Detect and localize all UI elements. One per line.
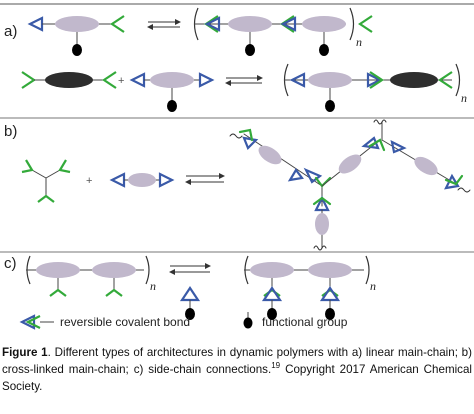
figure-caption: Figure 1. Different types of architectur… bbox=[2, 344, 472, 395]
figure-diagram: a) n + bbox=[0, 3, 474, 330]
legend-reversible-label: reversible covalent bond bbox=[60, 315, 190, 329]
monomer-triangle-green bbox=[27, 15, 125, 56]
legend-functional-label: functional group bbox=[262, 315, 348, 329]
repeat-n-a1: n bbox=[356, 35, 362, 49]
panel-c-label: c) bbox=[4, 255, 17, 272]
alternating-polymer-a2: n bbox=[283, 63, 467, 112]
crosslinked-network bbox=[229, 119, 471, 251]
side-chain-polymer-right: n bbox=[244, 255, 376, 320]
equilibrium-arrows-a2 bbox=[225, 75, 263, 86]
caption-text-after: Copyright 2017 American Chemical Society… bbox=[2, 363, 472, 393]
linear-polymer-a1: n bbox=[193, 7, 373, 56]
side-chain-backbone-left: n bbox=[26, 255, 156, 297]
panel-a-label: a) bbox=[4, 23, 17, 40]
legend-functional-group: functional group bbox=[243, 312, 348, 329]
panel-b-label: b) bbox=[4, 123, 17, 140]
plus-a2: + bbox=[118, 75, 124, 87]
caption-text: . Different types of architectures in dy… bbox=[2, 346, 472, 376]
repeat-n-a2: n bbox=[461, 91, 467, 105]
legend-reversible-bond: reversible covalent bond bbox=[19, 314, 190, 330]
monomer-two-triangles-fg bbox=[129, 72, 215, 112]
repeat-n-c1: n bbox=[150, 279, 156, 293]
equilibrium-arrows-c bbox=[169, 263, 211, 275]
dark-monomer-green-ends bbox=[21, 71, 117, 89]
caption-label: Figure 1 bbox=[2, 346, 48, 359]
ditopic-monomer-b bbox=[109, 172, 175, 188]
pendant-monomer-c bbox=[179, 286, 201, 320]
repeat-n-c2: n bbox=[370, 279, 376, 293]
caption-ref: 19 bbox=[271, 361, 281, 371]
trifunctional-crosslinker bbox=[21, 159, 71, 203]
equilibrium-arrows-a1 bbox=[147, 19, 181, 30]
plus-b: + bbox=[86, 175, 92, 187]
equilibrium-arrows-b bbox=[185, 173, 225, 185]
